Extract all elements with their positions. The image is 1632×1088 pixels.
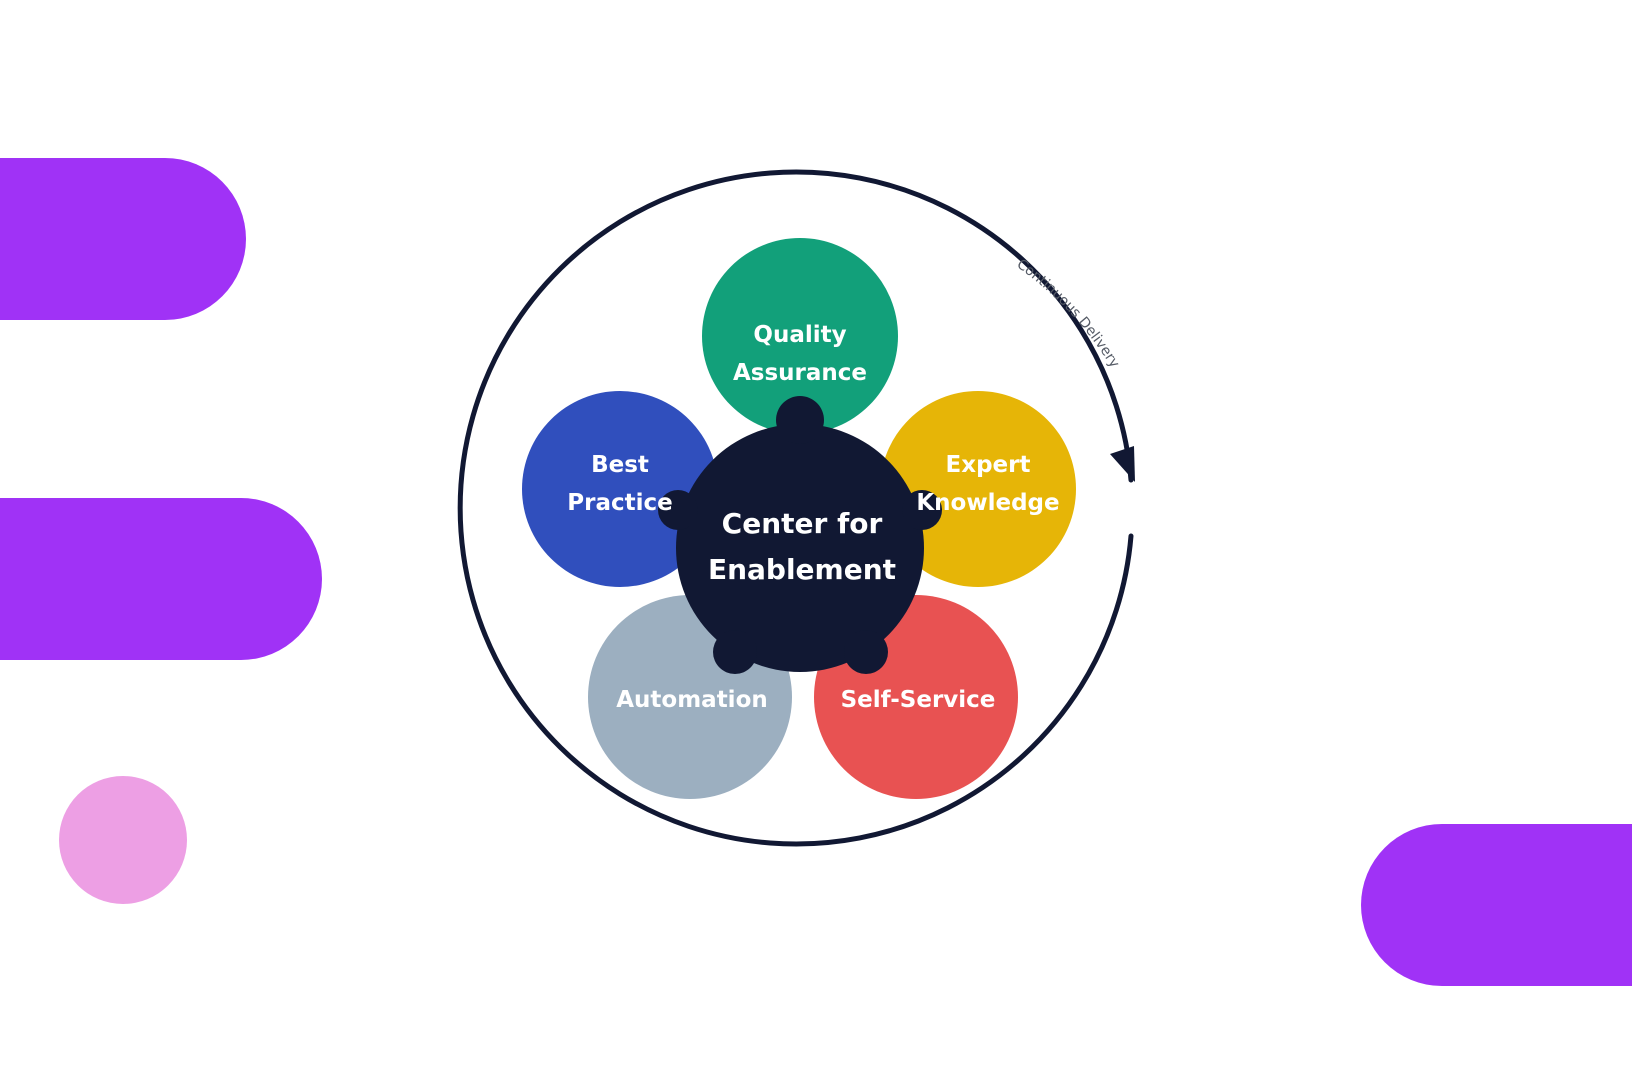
center-label-line2: Enablement: [708, 553, 896, 586]
decorative-pink-dot: [59, 776, 187, 904]
node-best-line2: Practice: [567, 490, 672, 516]
decorative-purple-pill-middle-left: [0, 498, 322, 660]
node-best-practice: [522, 391, 718, 587]
node-expert-knowledge: [880, 391, 1076, 587]
node-automation-label: Automation: [616, 687, 768, 713]
node-quality-line2: Assurance: [733, 360, 867, 386]
node-expert-line1: Expert: [946, 452, 1031, 478]
decorative-purple-pill-bottom-right: [1361, 824, 1632, 986]
node-quality-assurance: [702, 238, 898, 434]
node-quality-line1: Quality: [753, 322, 846, 348]
node-center-for-enablement: [676, 424, 924, 672]
cycle-arrow-icon: [1110, 446, 1135, 482]
continuous-delivery-ring: [457, 169, 1134, 847]
center-notch-top: [776, 396, 824, 444]
cycle-label-text: Continuous Delivery: [1014, 256, 1123, 371]
center-label-line1: Center for: [722, 507, 883, 540]
node-best-line1: Best: [591, 452, 649, 478]
center-notch-right: [902, 490, 942, 530]
cycle-label: Continuous Delivery: [1014, 256, 1123, 371]
center-notch-left: [658, 490, 698, 530]
decorative-purple-pill-top-left: [0, 158, 246, 320]
node-expert-line2: Knowledge: [916, 490, 1059, 516]
center-notch-bottom-right: [844, 630, 888, 674]
center-notch-bottom-left: [713, 630, 757, 674]
node-selfservice-label: Self-Service: [841, 687, 996, 713]
